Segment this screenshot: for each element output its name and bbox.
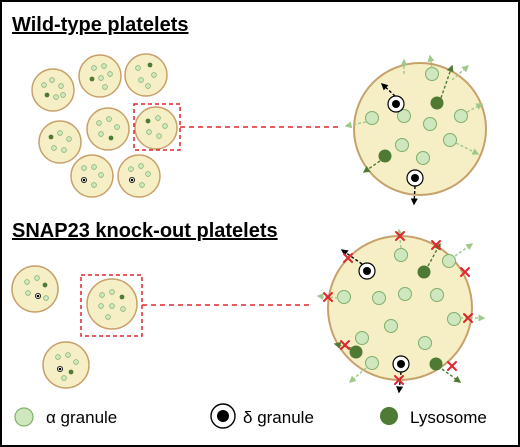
- alpha-secretion-arrow: [427, 54, 435, 69]
- alpha-secretion-arrow: [451, 65, 470, 81]
- block-mark: [460, 267, 470, 277]
- legend-delta-label: δ granule: [243, 408, 314, 427]
- block-mark: [343, 253, 353, 263]
- platelet-small: [78, 54, 122, 98]
- alpha-granule: [384, 319, 398, 333]
- alpha-secretion-arrow: [396, 228, 404, 249]
- alpha-secretion-arrow: [348, 367, 367, 383]
- alpha-granule: [418, 336, 432, 350]
- platelet-small: [117, 154, 161, 198]
- platelet-small: [134, 106, 178, 150]
- lysosome-secretion-arrow: [441, 368, 462, 383]
- alpha-secretion-arrow: [455, 142, 480, 155]
- block-mark: [323, 292, 333, 302]
- alpha-granule: [447, 312, 461, 326]
- platelet-small: [86, 278, 138, 330]
- alpha-secretion-arrow: [454, 243, 474, 257]
- block-mark: [463, 313, 473, 323]
- alpha-granule: [337, 290, 351, 304]
- lysosome: [349, 345, 363, 359]
- delta-secretion-arrow: [410, 185, 418, 206]
- legend: α granule δ granule Lysosome: [14, 403, 487, 429]
- knockout-enlarged-platelet: [316, 228, 486, 394]
- alpha-secretion-arrow: [466, 103, 484, 113]
- alpha-secretion-arrow: [344, 121, 367, 129]
- block-mark: [394, 375, 404, 385]
- block-mark: [340, 340, 350, 350]
- lysosome: [378, 149, 392, 163]
- lysosome: [429, 357, 443, 371]
- alpha-granule: [397, 109, 411, 123]
- wild-type-title: Wild-type platelets: [12, 14, 189, 36]
- lysosome-secretion-arrow: [440, 64, 454, 99]
- platelet-small: [42, 341, 90, 389]
- platelet-small: [38, 120, 82, 164]
- lysosome: [417, 265, 431, 279]
- alpha-granule: [398, 287, 412, 301]
- platelet-small: [70, 154, 114, 198]
- delta-granule: [358, 262, 376, 280]
- legend-delta-swatch: [210, 403, 236, 429]
- alpha-granule: [394, 248, 408, 262]
- block-mark: [431, 240, 441, 250]
- platelet-small: [11, 265, 59, 313]
- knockout-title: SNAP23 knock-out platelets: [12, 220, 278, 242]
- alpha-granule: [454, 109, 468, 123]
- delta-granule: [406, 169, 424, 187]
- alpha-granule: [355, 331, 369, 345]
- alpha-granule: [442, 254, 456, 268]
- lysosome: [430, 96, 444, 110]
- platelet-small: [124, 53, 168, 97]
- wild-type-selection-box: [133, 103, 181, 151]
- legend-alpha-swatch: [14, 407, 34, 427]
- alpha-granule: [372, 291, 386, 305]
- alpha-granule: [365, 356, 379, 370]
- alpha-granule: [395, 138, 409, 152]
- platelet-small: [86, 107, 130, 151]
- delta-granule: [387, 95, 405, 113]
- block-mark: [395, 231, 405, 241]
- legend-alpha-label: α granule: [46, 408, 117, 427]
- wild-type-enlarged-platelet: [344, 54, 487, 206]
- alpha-granule: [425, 67, 439, 81]
- platelet-small: [31, 68, 75, 112]
- legend-lysosome-label: Lysosome: [410, 408, 487, 427]
- delta-secretion-arrow: [340, 249, 363, 265]
- alpha-granule: [430, 288, 444, 302]
- delta-secretion-arrow: [380, 83, 396, 97]
- legend-lysosome-swatch: [380, 407, 398, 425]
- wild-type-platelet-group: [31, 53, 178, 198]
- block-mark: [447, 361, 457, 371]
- alpha-granule: [443, 133, 457, 147]
- alpha-granule: [423, 117, 437, 131]
- knockout-platelet-group: [11, 265, 138, 389]
- lysosome-secretion-arrow: [362, 160, 381, 173]
- delta-granule: [392, 355, 410, 373]
- alpha-granule: [365, 111, 379, 125]
- alpha-granule: [416, 151, 430, 165]
